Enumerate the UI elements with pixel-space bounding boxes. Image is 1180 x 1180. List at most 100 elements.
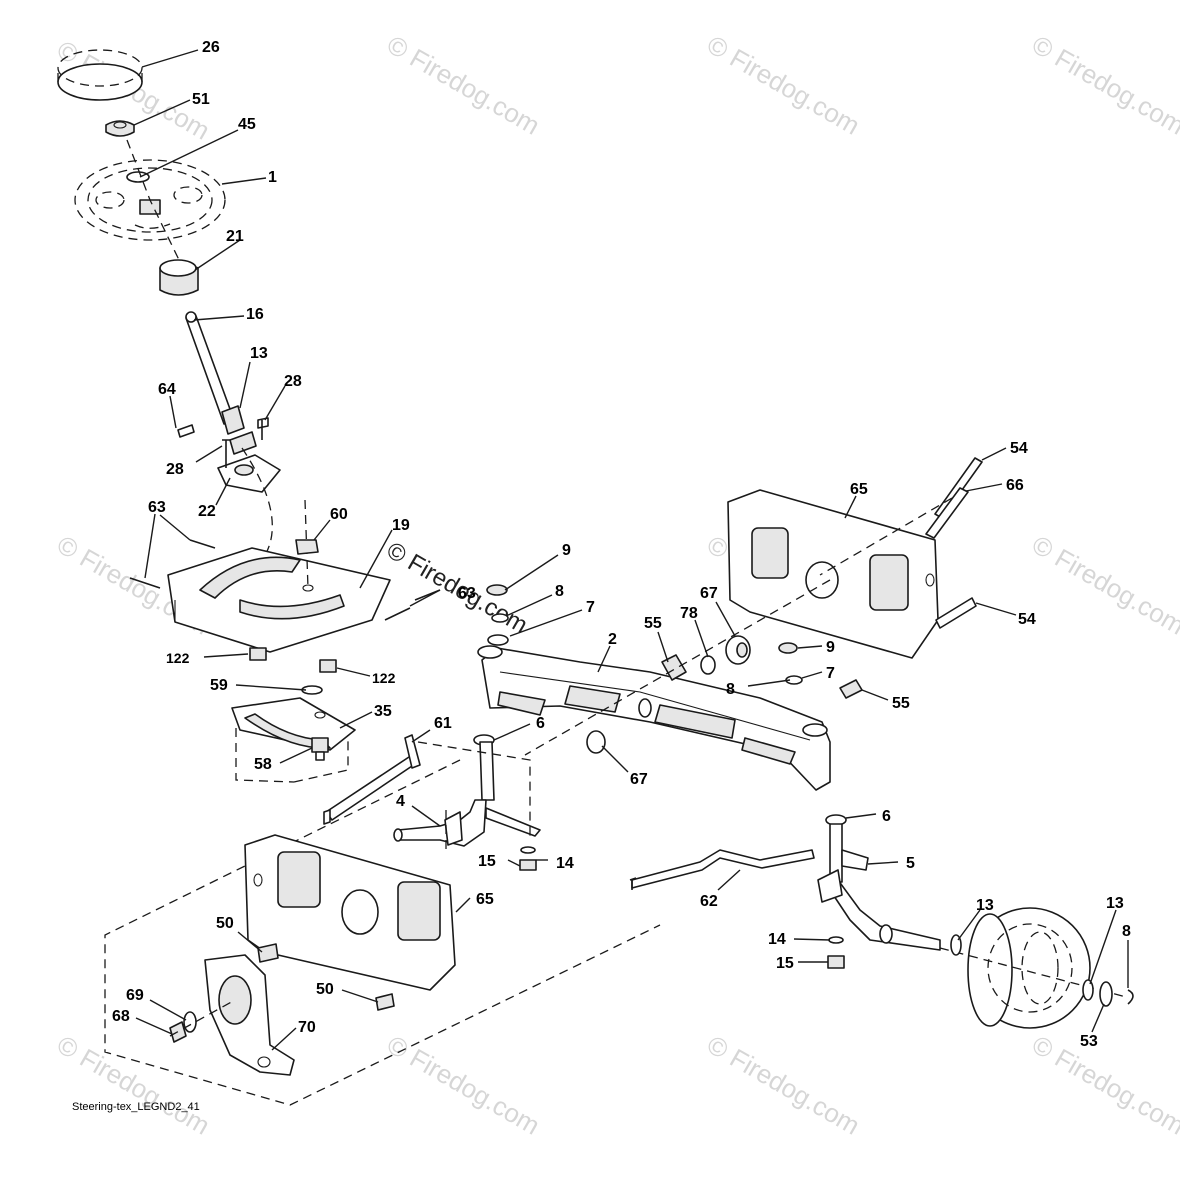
axle-pivot-disc-b <box>586 730 606 754</box>
callout-16: 16 <box>246 306 264 323</box>
callout-1: 1 <box>268 169 277 186</box>
axle-bushing-a <box>487 634 509 646</box>
callout-2: 2 <box>608 631 617 648</box>
bracket-washer <box>183 1011 197 1033</box>
callout-70: 70 <box>298 1019 316 1036</box>
callout-13: 13 <box>250 345 268 362</box>
callout-6: 6 <box>536 715 545 732</box>
callout-26: 26 <box>202 39 220 56</box>
tie-rod <box>629 849 815 890</box>
axle-cap-b <box>778 642 798 654</box>
steering-shaft <box>185 311 245 435</box>
steering-cap <box>57 49 143 101</box>
wheel-washer-outer-b <box>1099 981 1113 1007</box>
callout-68: 68 <box>112 1008 130 1025</box>
callout-45: 45 <box>238 116 256 133</box>
callout-54: 54 <box>1018 611 1036 628</box>
spindle-right <box>817 823 941 951</box>
pivot-bolt-b <box>925 487 969 539</box>
watermark: © Firedog.com <box>52 1029 215 1140</box>
callout-35: 35 <box>374 703 392 720</box>
callout-labels: 26 51 45 1 21 16 13 28 64 28 22 63 60 19… <box>112 39 1131 1050</box>
callout-55: 55 <box>892 695 910 712</box>
callout-65: 65 <box>476 891 494 908</box>
callout-67: 67 <box>630 771 648 788</box>
callout-78: 78 <box>680 605 698 622</box>
steering-plate <box>167 499 391 653</box>
plate-nut <box>295 539 319 555</box>
callout-67: 67 <box>700 585 718 602</box>
callout-14: 14 <box>768 931 786 948</box>
plate-bolt <box>129 539 441 621</box>
callout-51: 51 <box>192 91 210 108</box>
callout-63: 63 <box>148 499 166 516</box>
callout-65: 65 <box>850 481 868 498</box>
callout-28: 28 <box>166 461 184 478</box>
axle-cap <box>486 584 508 596</box>
front-wheel <box>939 907 1131 1029</box>
axle-dash-line-a <box>524 497 953 756</box>
axle-washer-a <box>491 613 509 623</box>
front-bracket <box>204 954 295 1076</box>
watermark: © Firedog.com <box>382 1029 545 1140</box>
sector-bolt <box>311 737 329 761</box>
axle-support-plate-rear <box>727 489 939 659</box>
pivot-bolt-c <box>935 597 977 629</box>
lower-group-box <box>104 759 661 1106</box>
callout-64: 64 <box>158 381 176 398</box>
drag-link <box>323 734 421 825</box>
spindle-nut-right <box>827 936 845 969</box>
callout-4: 4 <box>396 793 405 810</box>
callout-7: 7 <box>586 599 595 616</box>
callout-9: 9 <box>562 542 571 559</box>
callout-5: 5 <box>906 855 915 872</box>
callout-50: 50 <box>216 915 234 932</box>
spacer-b <box>319 659 337 673</box>
callout-13: 13 <box>1106 895 1124 912</box>
callout-14: 14 <box>556 855 574 872</box>
callout-61: 61 <box>434 715 452 732</box>
pivot-bolt-a <box>934 457 983 519</box>
callout-62: 62 <box>700 893 718 910</box>
callout-8: 8 <box>555 583 564 600</box>
watermark: © Firedog.com <box>1027 29 1180 140</box>
callout-9: 9 <box>826 639 835 656</box>
bracket-bolt-a <box>222 439 230 468</box>
bracket-bolt-b <box>257 417 269 440</box>
callout-13: 13 <box>976 897 994 914</box>
callout-15: 15 <box>478 853 496 870</box>
callout-60: 60 <box>330 506 348 523</box>
diagram-caption: Steering-tex_LEGND2_41 <box>72 1101 200 1113</box>
callout-8: 8 <box>726 681 735 698</box>
callout-19: 19 <box>392 517 410 534</box>
watermark: © Firedog.com <box>702 29 865 140</box>
gear-box-outline <box>235 728 349 783</box>
callout-28: 28 <box>284 373 302 390</box>
spindle-box-left <box>417 741 531 850</box>
plate-nut-b <box>375 993 395 1011</box>
axle-pivot-disc <box>725 635 751 665</box>
wheel-clip <box>1127 989 1134 1005</box>
front-axle <box>477 645 831 791</box>
axle-washer-78 <box>700 655 716 675</box>
watermark: © Firedog.com <box>702 1029 865 1140</box>
axle-support-plate-front <box>244 834 456 991</box>
callout-122: 122 <box>372 670 396 686</box>
callout-50: 50 <box>316 981 334 998</box>
callout-69: 69 <box>126 987 144 1004</box>
shaft-guide-line <box>241 447 273 561</box>
callout-6: 6 <box>882 808 891 825</box>
spindle-left <box>393 741 541 847</box>
callout-58: 58 <box>254 756 272 773</box>
leader-lines <box>133 49 1129 1051</box>
watermark: © Firedog.com <box>1027 1029 1180 1140</box>
bushing-bracket <box>217 431 281 493</box>
steering-washer <box>126 171 150 183</box>
sector-gear <box>231 697 356 751</box>
steering-wheel <box>74 139 226 263</box>
shaft-pin <box>177 424 195 438</box>
watermark: © Firedog.com <box>1027 529 1180 640</box>
callout-122: 122 <box>166 650 190 666</box>
